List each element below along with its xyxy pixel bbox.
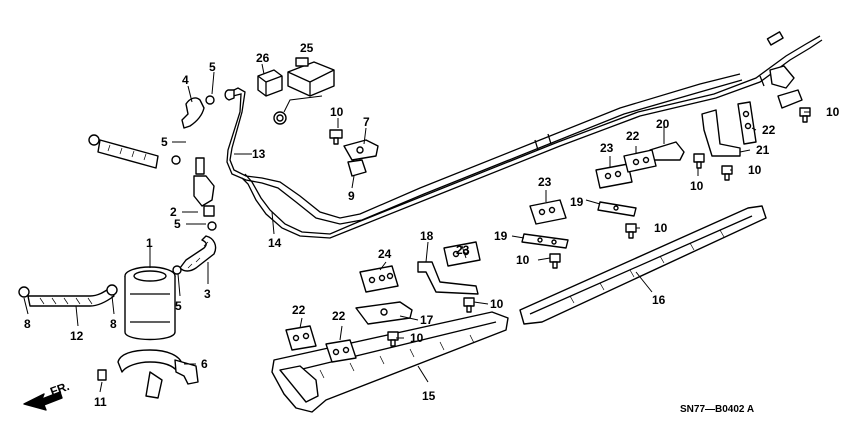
callout-16: 16: [652, 293, 666, 307]
leader-lines: [23, 58, 810, 393]
callout-11: 11: [94, 395, 107, 409]
bracket-19a: [521, 233, 569, 249]
callout-22a: 22: [292, 303, 306, 317]
callout-7: 7: [363, 115, 370, 129]
callout-14: 14: [268, 236, 282, 250]
callout-15: 15: [422, 389, 436, 403]
callout-3: 3: [204, 287, 211, 301]
clip-23-mid: [443, 241, 481, 267]
clip-22-right-b: [737, 101, 757, 145]
diagram-code: SN77—B0402 A: [680, 404, 754, 415]
clip-26: [257, 69, 283, 97]
callout-18: 18: [420, 229, 434, 243]
callout-10g: 10: [490, 297, 504, 311]
bolts-10: [387, 107, 811, 347]
callout-2: 2: [170, 205, 177, 219]
callout-5d: 5: [175, 299, 182, 313]
front-label: FR.: [48, 379, 71, 399]
bracket-7: [343, 139, 379, 161]
callout-26: 26: [256, 51, 270, 65]
callout-8a: 8: [24, 317, 31, 331]
clip-23-right: [595, 163, 633, 189]
hose-12: [18, 284, 118, 307]
callout-5b: 5: [161, 135, 168, 149]
callout-23c: 23: [600, 141, 614, 155]
callout-10d: 10: [690, 179, 704, 193]
fuel-pipes: [224, 31, 823, 239]
callout-5c: 5: [174, 217, 181, 231]
clip-22-bottom-left: [285, 325, 317, 351]
callout-10f: 10: [516, 253, 530, 267]
fuel-filter-1: [124, 266, 176, 341]
hose-4: [181, 97, 205, 129]
cap-small: [273, 111, 287, 125]
callout-19a: 19: [494, 229, 508, 243]
callout-21: 21: [756, 143, 770, 157]
grommet-9: [347, 159, 367, 177]
callout-22d: 22: [762, 123, 776, 137]
callout-10c: 10: [748, 163, 762, 177]
clip-24: [359, 265, 399, 293]
hose-clamps-5: [171, 95, 217, 275]
callout-22b: 22: [332, 309, 346, 323]
callout-10e: 10: [654, 221, 668, 235]
callout-17: 17: [420, 313, 434, 327]
clip-far-right: [769, 65, 803, 109]
callout-20: 20: [656, 117, 670, 131]
callout-22c: 22: [626, 129, 640, 143]
callout-4: 4: [182, 73, 189, 87]
callout-10h: 10: [410, 331, 424, 345]
callout-10b: 10: [826, 105, 840, 119]
callout-8b: 8: [110, 317, 117, 331]
callout-6: 6: [201, 357, 208, 371]
callout-19b: 19: [570, 195, 584, 209]
clip-22-right-a: [623, 149, 657, 173]
callout-12: 12: [70, 329, 84, 343]
callout-10a: 10: [330, 105, 344, 119]
callout-9: 9: [348, 189, 355, 203]
clip-22-bottom-mid: [325, 339, 357, 363]
clip-23-upper: [529, 199, 567, 225]
callout-24: 24: [378, 247, 392, 261]
callout-23b: 23: [538, 175, 552, 189]
hose-3: [179, 235, 217, 272]
fuel-strainer-2: [193, 157, 215, 217]
callout-25: 25: [300, 41, 314, 55]
bracket-20: [649, 141, 685, 161]
callout-13: 13: [252, 147, 266, 161]
callout-5a: 5: [209, 60, 216, 74]
inlet-hose-top: [88, 134, 159, 169]
bolt-10-top: [329, 129, 343, 145]
callout-1: 1: [146, 236, 153, 250]
protector-15: [271, 311, 509, 413]
protector-16: [519, 205, 767, 325]
canister-25: [287, 57, 335, 97]
bracket-21: [701, 109, 741, 157]
callout-numbers: 1 2 3 4 5 5 5 5 6 7 8 8 9 10 10 10 10 10…: [24, 41, 840, 409]
bracket-19b: [597, 201, 637, 217]
bracket-18: [417, 261, 479, 295]
callout-23a: 23: [456, 243, 470, 257]
bracket-17: [355, 301, 413, 325]
front-direction-arrow: FR.: [23, 379, 71, 411]
filter-bracket-6: [97, 349, 199, 399]
